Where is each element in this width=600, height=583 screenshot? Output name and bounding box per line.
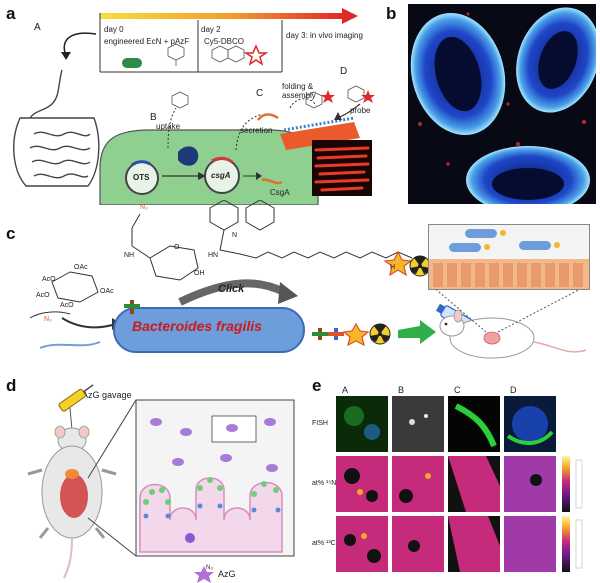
fiber-fluorescence-inset: [312, 140, 372, 196]
timeline-day2-label: day 2: [201, 25, 221, 34]
surface-tag-icon: [124, 300, 140, 314]
pazf-molecule-icon: [167, 43, 185, 66]
click-reaction-label: Click: [218, 283, 245, 295]
sugar-oh-label: OH: [194, 270, 205, 277]
col-label-c: C: [454, 385, 461, 395]
linker-h-label: H: [390, 264, 396, 271]
intestine-illustration: [13, 69, 100, 187]
villi-epithelium: [139, 477, 283, 553]
ots-label: OTS: [133, 173, 150, 182]
radioactive-icon-top: [409, 255, 431, 277]
sugar-n3-left: N₃: [44, 316, 52, 323]
fluorophore-star-icon-top: [383, 250, 413, 277]
ecn-bacterium-icon: [122, 58, 142, 68]
uptake-label: uptake: [156, 122, 181, 131]
mouse-dorsal-illustration: [27, 425, 117, 579]
fluorophore-star-icon-bottom: [342, 322, 370, 347]
sugar-o-label: O: [174, 244, 180, 251]
bacterium-name-label: Bacteroides fragilis: [132, 318, 262, 334]
sugar-nh-label: NH: [124, 252, 135, 259]
sugar-oac-2: OAc: [74, 264, 88, 271]
row-label-13c: at% ¹³C: [312, 540, 336, 547]
sugar-aco-5: AcO: [60, 302, 74, 309]
step-d-label: D: [340, 66, 348, 77]
mouse-illustration: [439, 309, 587, 359]
panel-a-diagram: [13, 8, 375, 205]
step-b-label: B: [150, 112, 157, 123]
panel-c-diagram: [29, 200, 587, 359]
csga-protein-label: CsgA: [270, 188, 290, 197]
row-label-fish: FISH: [312, 420, 328, 427]
azg-legend-n3: N₃: [206, 565, 213, 571]
day0-content-label: engineered EcN + pAzF: [104, 37, 190, 46]
step-a-label: A: [34, 22, 41, 33]
labeled-tag-row: [312, 328, 344, 340]
timeline-arrowhead: [342, 8, 358, 24]
panel-e-letter: e: [312, 376, 322, 395]
timeline-day3-label: day 3: in vivo imaging: [286, 31, 363, 40]
linker-n-label: N: [232, 232, 238, 239]
sugar-aco-1: AcO: [42, 276, 56, 283]
probe-label: probe: [350, 106, 371, 115]
step-c-label: C: [256, 88, 264, 99]
panel-b-letter: b: [386, 4, 397, 23]
folding-label: folding &: [282, 82, 314, 91]
timeline-day0-label: day 0: [104, 25, 124, 34]
panel-d-letter: d: [6, 376, 17, 395]
sugar-n3-top: N₃: [140, 204, 148, 211]
azg-legend-label: AzG: [218, 569, 236, 579]
panel-d-diagram: [27, 384, 295, 583]
secretion-label: secretion: [240, 126, 273, 135]
csga-gene-label: csgA: [211, 171, 231, 180]
panel-a-letter: a: [6, 4, 16, 23]
ots-enzyme-icon: [178, 146, 199, 166]
cy5-star-icon: [243, 44, 269, 66]
row-label-15n: at% ¹⁵N: [312, 480, 337, 487]
azg-legend-star-icon: [194, 566, 214, 583]
dbco-linker-icon: [209, 200, 413, 259]
acetylated-azido-sugar-icon: [29, 271, 99, 319]
cy5-dbco-molecule-icon: [211, 45, 245, 63]
csga-fiber-cluster: [280, 116, 360, 150]
sugar-aco-3: AcO: [36, 292, 50, 299]
radioactive-icon-bottom: [369, 323, 391, 345]
gut-lumen-inset: [428, 224, 590, 290]
gavage-syringe-icon: [58, 384, 94, 412]
azido-sugar-on-surface-icon: [131, 213, 199, 281]
administration-arrow: [398, 320, 436, 344]
panel-c-letter: c: [6, 224, 16, 243]
timeline-bar: [100, 13, 342, 19]
tissue-fluorescence-image: [408, 4, 596, 204]
day2-content-label: Cy5-DBCO: [204, 37, 245, 46]
azg-gavage-label: AzG gavage: [82, 390, 132, 400]
col-label-b: B: [398, 385, 405, 395]
assembly-label: assembly: [282, 91, 316, 100]
col-label-d: D: [510, 385, 517, 395]
bacteroides-cell: [113, 307, 305, 353]
intestine-region: [60, 474, 88, 518]
col-label-a: A: [342, 385, 349, 395]
sugar-oac-4: OAc: [100, 288, 114, 295]
nanosims-image-grid: [336, 396, 583, 572]
linker-hn-label: HN: [208, 252, 219, 259]
